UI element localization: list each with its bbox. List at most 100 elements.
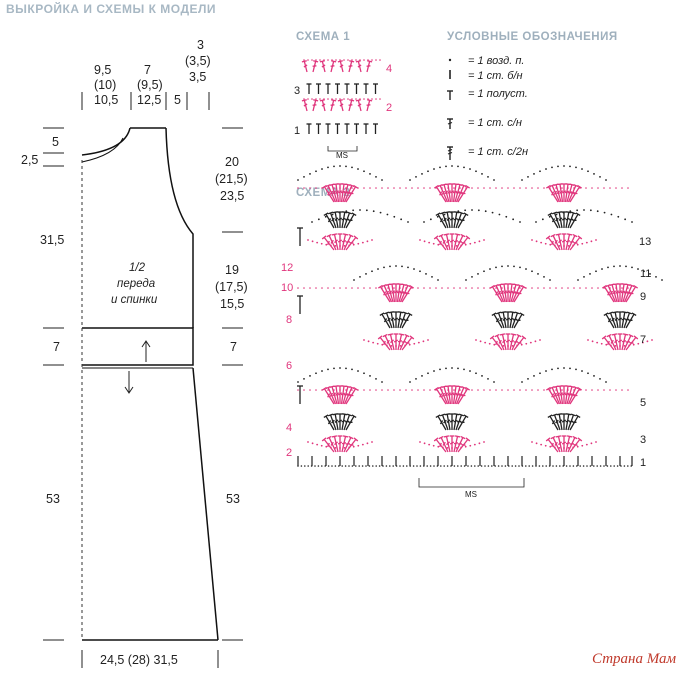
chain-dot [529,341,532,344]
scheme1-diagram [301,59,381,134]
top-dim-3: 5 [174,93,181,107]
chain-dot [334,465,337,467]
legend-text-tr: = 1 ст. с/2н [468,146,528,158]
piece-label-2: переда [117,278,155,290]
chain-dot [579,465,581,467]
chain-dot [459,389,461,391]
chain-dot [399,344,402,347]
chain-dot [363,372,365,375]
chain-dot [513,265,515,268]
legend-item-dc: = 1 ст. с/н [446,117,522,130]
chain-dot [358,465,361,467]
chain-dot [423,187,425,189]
stitch-mark [545,437,559,453]
chain-dot [320,242,323,245]
chain-dot [339,165,341,167]
chain-dot [582,465,585,467]
chain-dot [441,389,443,391]
top-dim-4a: 3 [197,38,204,52]
stitch-mark [612,311,619,329]
stitch-mark [344,83,350,94]
chain-dot [545,168,547,170]
scheme2-row-11: 11 [640,268,651,280]
chain-dot [395,265,397,267]
chain-dot [495,187,497,189]
chain-dot [565,465,568,467]
chain-dot [623,465,626,467]
chain-dot [585,287,587,289]
right-dim-side-b: (17,5) [215,280,248,294]
chain-dot [321,465,323,467]
top-dim-1c: 10,5 [94,93,118,107]
stitch-mark [551,413,561,431]
chain-dot [569,465,571,467]
chain-dot [321,389,323,391]
chain-dot [495,287,497,289]
chain-dot [363,389,365,391]
chain-dot [504,465,507,467]
stitch-mark [387,333,395,351]
chain-dot [551,166,553,169]
chain-dot [487,377,489,380]
dc-icon [446,118,454,130]
chain-dot [591,287,593,289]
stitch-mark [335,123,340,134]
chain-dot [423,221,425,223]
stitch-mark [567,435,578,453]
stitch-mark [556,413,563,431]
chain-dot [464,243,467,246]
chain-dot [419,441,421,443]
chain-dot [441,187,443,189]
stitch-mark [623,333,634,351]
chain-dot [531,465,534,467]
chain-dot [497,465,500,467]
legend-text-sc: = 1 ст. б/н [468,70,523,82]
stitch-mark [550,435,561,453]
chain-dot [484,210,487,213]
chain-dot [581,242,584,245]
chain-dot [387,389,389,391]
chain-dot [425,273,427,275]
stitch-mark [561,233,567,250]
chain-dot [303,377,305,380]
chain-dot [593,465,595,467]
stitch-mark [439,211,449,229]
stitch-mark [337,99,344,112]
chain-dot [463,166,465,169]
chain-dot [357,242,360,245]
chain-dot [493,381,495,383]
chain-dot [465,279,467,281]
chain-dot [605,179,607,181]
chain-dot [619,345,621,347]
chain-dot [303,175,305,178]
chain-dot [405,287,407,289]
chain-dot [431,275,433,278]
chain-dot [464,209,467,212]
chain-dot [389,465,391,467]
chain-dot [484,465,486,467]
chain-dot [352,209,355,212]
stitch-mark [438,435,449,453]
chain-dot [377,268,379,270]
chain-dot [521,381,523,383]
chain-dot [423,287,425,289]
top-dimensions: 9,5 (10) 10,5 7 (9,5) 12,5 5 3 (3,5) 3,5 [81,38,211,110]
chain-dot [445,367,447,370]
chain-dot [599,175,601,178]
chain-dot [445,165,447,168]
stitch-mark [343,413,353,431]
dot-icon [448,58,452,62]
left-dim-upper: 31,5 [40,233,64,247]
scheme2-row-7: 7 [640,334,646,346]
chain-dot [369,173,371,175]
chain-dot [655,275,657,278]
stitch-mark [345,184,359,203]
stitch-mark [513,335,527,351]
chain-dot [357,168,359,170]
scheme1-row-3: 3 [294,85,300,97]
chain-dot [329,244,332,247]
stitch-mark [297,385,303,404]
chain-dot [609,187,611,189]
stitch-mark [499,333,507,351]
stitch-mark [397,333,405,351]
